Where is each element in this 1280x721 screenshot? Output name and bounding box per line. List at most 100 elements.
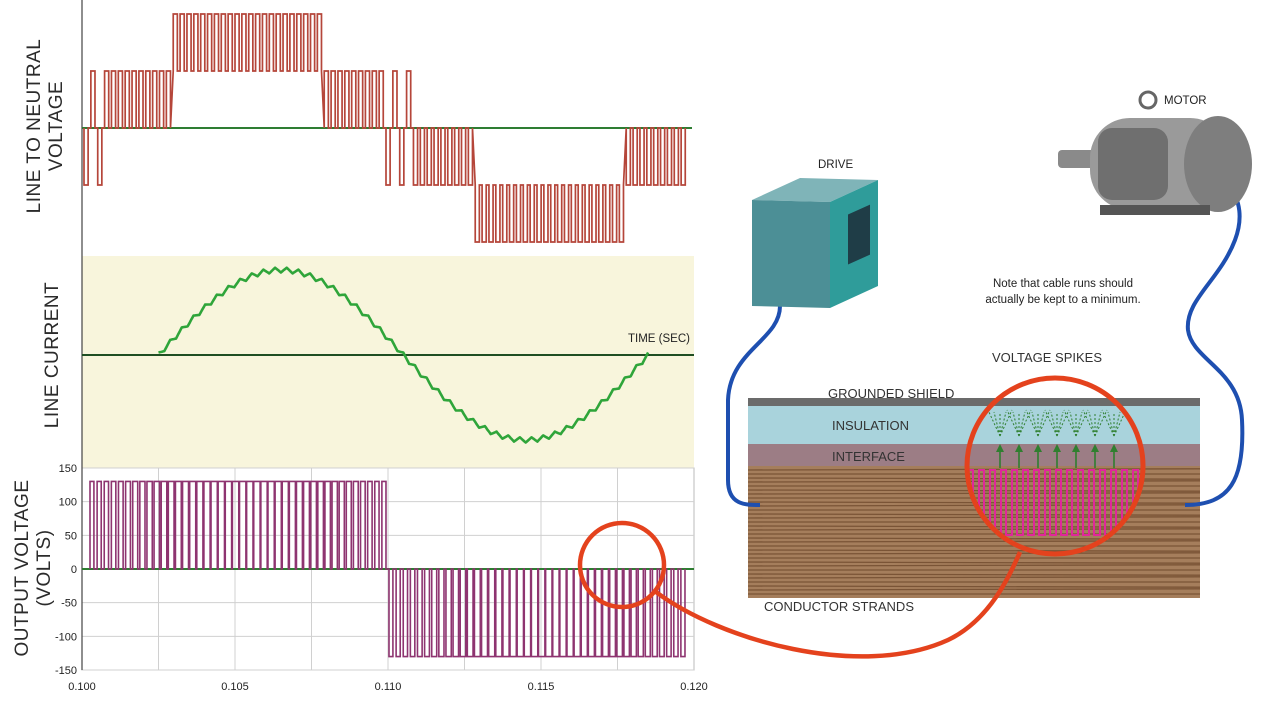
voltage-ylabel-line2: VOLTAGE	[46, 81, 67, 171]
strand-line	[747, 585, 1201, 588]
spike-arrowhead	[1072, 444, 1080, 452]
y-tick-label: 150	[59, 463, 77, 475]
interface-layer	[748, 444, 1200, 466]
x-tick-label: 0.120	[680, 681, 708, 693]
drive-label: DRIVE	[818, 159, 853, 171]
drive-keypad	[848, 204, 870, 265]
spike-arrowhead	[1015, 444, 1023, 452]
magnifier-connector	[654, 551, 1023, 659]
conductor-strands-label: CONDUCTOR STRANDS	[764, 599, 914, 614]
y-tick-label: 100	[59, 497, 77, 509]
y-tick-label: -150	[55, 665, 77, 677]
strand-line	[747, 540, 1201, 543]
spark-line	[1075, 411, 1083, 437]
spark-line	[1025, 409, 1039, 437]
motor-rear	[1184, 116, 1252, 212]
spike-arrowhead	[1053, 444, 1061, 452]
spark-line	[1018, 411, 1026, 437]
spark-line	[1069, 411, 1077, 437]
voltage-spikes-label: VOLTAGE SPIKES	[992, 350, 1102, 365]
spark-line	[1107, 411, 1115, 437]
spark-line	[1044, 409, 1058, 437]
spark-line	[1063, 409, 1077, 437]
spike-arrowhead	[1034, 444, 1042, 452]
spark-line	[1050, 411, 1058, 437]
drive-top	[752, 178, 878, 202]
drive-unit: DRIVE	[752, 159, 878, 308]
spark-line	[987, 409, 1001, 437]
motor: MOTOR	[1058, 90, 1252, 215]
spark-line	[1056, 409, 1070, 437]
current-panel-bg	[82, 256, 694, 468]
output-voltage-series	[89, 480, 686, 658]
spark-line	[1031, 411, 1039, 437]
magnifier-circle-small	[577, 520, 667, 610]
magnified-detail	[969, 409, 1139, 536]
spike-arrowhead	[1091, 444, 1099, 452]
motor-base	[1100, 205, 1210, 215]
note-line-2: actually be kept to a minimum.	[985, 294, 1140, 306]
strand-line	[747, 588, 1201, 591]
spark-line	[1018, 409, 1032, 437]
motor-shaft	[1058, 150, 1098, 168]
magnifier-circle-large	[964, 375, 1146, 557]
spark-line	[1037, 409, 1051, 437]
spark-line	[993, 411, 1001, 437]
spark-line	[1012, 411, 1020, 437]
time-axis-label: TIME (SEC)	[628, 333, 690, 345]
strand-line	[747, 549, 1201, 552]
strand-line	[747, 561, 1201, 564]
grounded-shield-label: GROUNDED SHIELD	[828, 386, 954, 401]
strand-line	[747, 552, 1201, 555]
spark-line	[1088, 411, 1096, 437]
strand-line	[747, 564, 1201, 567]
motor-lifting-eye	[1138, 90, 1158, 110]
y-tick-label: -50	[61, 598, 77, 610]
motor-label: MOTOR	[1164, 95, 1207, 107]
spark-line	[1056, 411, 1064, 437]
current-ylabel: LINE CURRENT	[42, 282, 63, 428]
x-tick-label: 0.115	[528, 681, 555, 693]
motor-endcap	[1098, 128, 1168, 200]
y-tick-label: 0	[71, 564, 77, 576]
waveform-panels: TIME (SEC) 150 100 50 0 -50 -100 -150 0.100 0.10…	[12, 0, 708, 693]
strand-line	[747, 573, 1201, 576]
strand-line	[747, 513, 1201, 516]
spark-line	[999, 409, 1013, 437]
insulation-label: INSULATION	[832, 418, 909, 433]
strand-line	[747, 525, 1201, 528]
cable-drive-side	[726, 305, 782, 507]
spike-arrowhead	[1110, 444, 1118, 452]
note-line-1: Note that cable runs should	[993, 278, 1133, 290]
cable-illustration: GROUNDED SHIELD INSULATION INTERFACE CON…	[577, 90, 1252, 659]
y-tick-label: 50	[65, 530, 77, 542]
x-tick-label: 0.105	[221, 681, 249, 693]
magnified-pulses	[969, 469, 1139, 536]
spike-arrowhead	[996, 444, 1004, 452]
drive-front	[752, 200, 830, 308]
spark-line	[1075, 409, 1089, 437]
spark-line	[1113, 409, 1127, 437]
grounded-shield-layer	[748, 398, 1200, 406]
strand-line	[747, 576, 1201, 579]
interface-label: INTERFACE	[832, 449, 905, 464]
x-tick-label: 0.100	[68, 681, 96, 693]
spark-line	[1082, 409, 1096, 437]
line-to-neutral-voltage-series	[83, 13, 687, 243]
line-current-series	[158, 266, 650, 444]
output-ylabel-line2: (VOLTS)	[34, 529, 55, 606]
spark-line	[1113, 411, 1121, 437]
output-ticks: 150 100 50 0 -50 -100 -150 0.100 0.105 0.110 0.115…	[55, 463, 708, 693]
voltage-ylabel-line1: LINE TO NEUTRAL	[24, 39, 45, 214]
spark-line	[1101, 409, 1115, 437]
x-tick-label: 0.110	[375, 681, 402, 693]
strand-line	[747, 537, 1201, 540]
output-ylabel-line1: OUTPUT VOLTAGE	[12, 480, 33, 657]
spark-line	[999, 411, 1007, 437]
spark-line	[1037, 411, 1045, 437]
magnified-inner	[969, 409, 1139, 536]
spark-line	[1006, 409, 1020, 437]
y-tick-label: -100	[55, 631, 77, 643]
spark-line	[1094, 411, 1102, 437]
